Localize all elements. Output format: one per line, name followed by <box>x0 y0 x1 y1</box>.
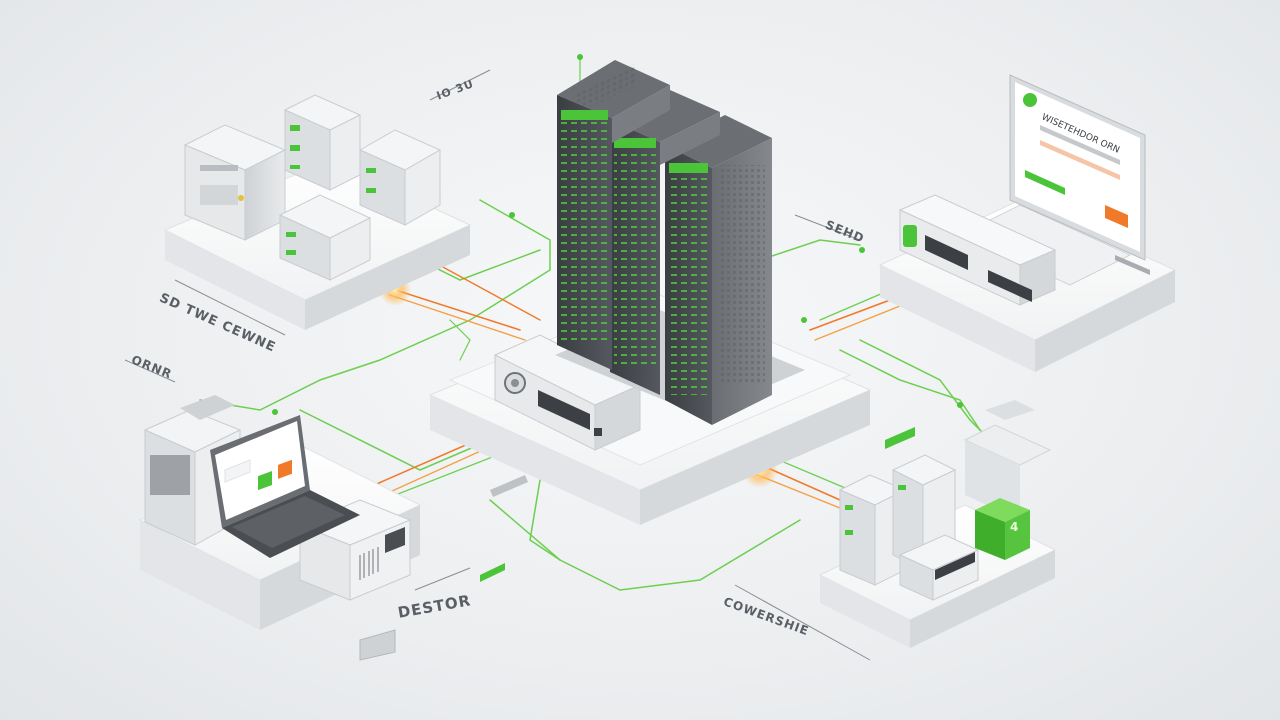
network-switch-icon <box>493 334 642 451</box>
central-server-node[interactable] <box>428 60 872 525</box>
green-markers <box>359 427 915 661</box>
device-box-icon <box>298 499 412 601</box>
storage-stack-node[interactable] <box>818 400 1057 648</box>
link-green-9 <box>529 479 561 561</box>
link-orange-3 <box>429 259 541 321</box>
workstation-node[interactable] <box>878 74 1177 372</box>
monitor-icon <box>1009 74 1150 275</box>
cube-glyph: 4 <box>1010 520 1019 534</box>
link-green-10 <box>449 319 471 361</box>
storage-cluster-node[interactable] <box>163 94 472 330</box>
link-green-6 <box>759 239 861 261</box>
printer-icon <box>143 395 242 546</box>
drive-stack-icon <box>358 129 442 226</box>
port-device-icon <box>898 194 1057 306</box>
server-rack-icon <box>665 115 772 425</box>
green-cube-icon <box>975 498 1030 560</box>
laptop-icon <box>210 415 360 558</box>
link-green-1 <box>319 199 551 381</box>
drive-stack-icon <box>898 534 980 601</box>
label-leaders <box>124 69 871 661</box>
link-orange-2 <box>389 294 526 341</box>
server-rack-icon <box>557 60 670 370</box>
laptop-node[interactable] <box>138 395 422 630</box>
server-rack-icon <box>610 90 720 395</box>
link-green-4 <box>299 409 491 471</box>
drive-stack-icon <box>278 194 372 281</box>
drive-stack-icon <box>283 94 362 191</box>
link-green-7 <box>839 349 981 431</box>
link-green-5 <box>489 499 801 591</box>
